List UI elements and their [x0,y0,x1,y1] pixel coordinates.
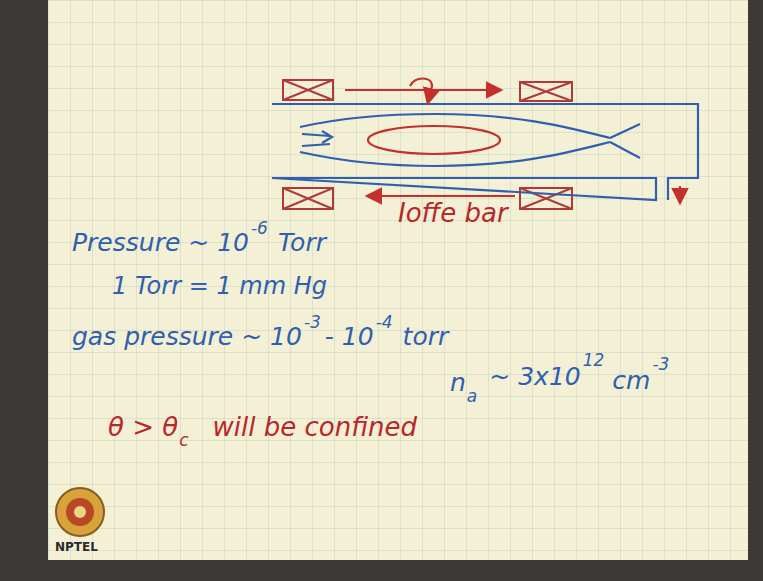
paper-sheet [48,0,748,560]
nptel-logo [56,488,104,536]
gas-pressure-text: gas pressure ~ 10 [72,322,302,352]
graph-grid [48,0,748,560]
unit-text: torr [403,322,449,352]
logo-text: NPTEL [55,540,98,554]
exponent: -3 [652,354,669,374]
magnet-label: Ioffe bar [398,198,508,229]
exponent: -3 [304,312,321,332]
density-value: ~ 3x10 [489,362,580,392]
unit-text: Torr [278,228,326,258]
subscript: c [179,430,188,450]
unit-text: cm [612,366,650,396]
plasma-ellipse [368,126,500,154]
coil-symbols [283,80,572,209]
confinement-note: will be confined [213,412,417,443]
current-arrows [345,79,680,203]
exponent: 12 [583,350,605,370]
pressure-text: Pressure ~ 10 [72,228,249,258]
exponent: -4 [376,312,393,332]
angle-condition: θ > θ [108,412,178,443]
density-symbol: n [450,368,466,398]
exponent: -6 [251,218,268,238]
subscript: a [467,386,477,406]
conversion-note: 1 Torr = 1 mm Hg [112,272,327,301]
vacuum-tube [272,104,698,200]
range-text: - 10 [325,322,374,352]
